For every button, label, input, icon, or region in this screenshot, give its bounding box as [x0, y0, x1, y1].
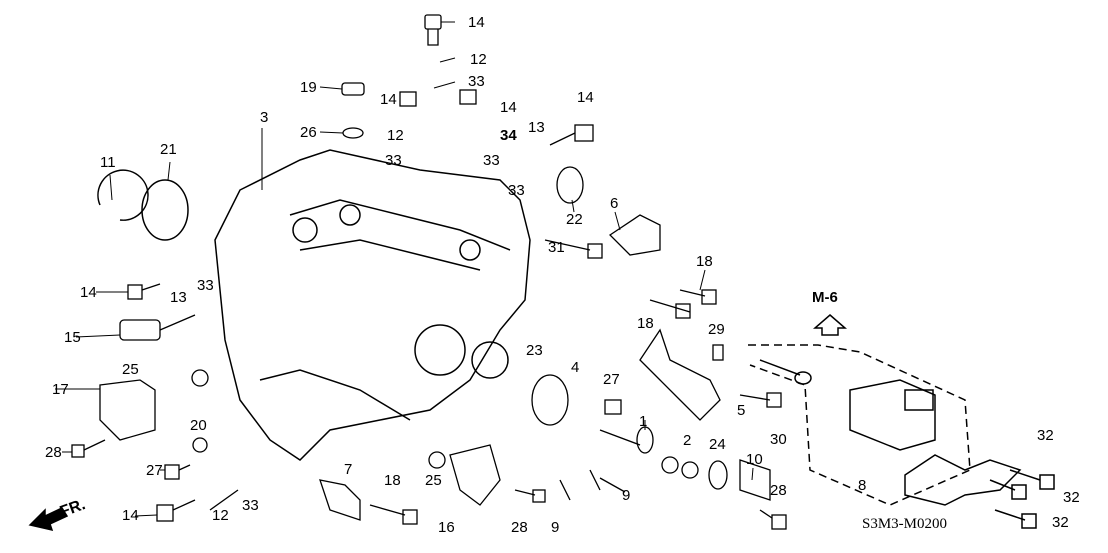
- part-label: 9: [551, 519, 560, 536]
- part-label: 8: [858, 477, 867, 494]
- part-label: 2: [683, 432, 692, 449]
- part-label: 14: [500, 99, 517, 116]
- part-label: 33: [468, 73, 485, 90]
- catalog-code: S3M3-M0200: [862, 516, 948, 532]
- part-label: 19: [300, 79, 317, 96]
- part-label: 12: [387, 127, 404, 144]
- part-label: 13: [170, 289, 187, 306]
- part-label: 1: [639, 413, 648, 430]
- part-label: 21: [160, 141, 177, 158]
- part-label: 30: [770, 431, 787, 448]
- part-label: 4: [571, 359, 580, 376]
- part-label: 9: [622, 487, 631, 504]
- part-label: 28: [770, 482, 787, 499]
- part-label: 26: [300, 124, 317, 141]
- part-label: 18: [637, 315, 654, 332]
- part-label: 31: [548, 239, 565, 256]
- part-label: 32: [1037, 427, 1054, 444]
- part-label: 7: [344, 461, 353, 478]
- part-label: 32: [1063, 489, 1080, 506]
- part-label: 27: [603, 371, 620, 388]
- front-arrow-icon: [28, 507, 69, 532]
- part-label: 33: [197, 277, 214, 294]
- reference-link-m6[interactable]: M-6: [812, 289, 838, 306]
- part-label: 13: [528, 119, 545, 136]
- part-label: 18: [384, 472, 401, 489]
- part-label: 17: [52, 381, 69, 398]
- part-label: 11: [100, 154, 116, 171]
- ring-21: [141, 179, 189, 241]
- part-label: 29: [708, 321, 725, 338]
- part-label: 33: [385, 152, 402, 169]
- part-label: 14: [380, 91, 397, 108]
- part-label: 20: [190, 417, 207, 434]
- part-label: 28: [511, 519, 528, 536]
- part-label: 25: [122, 361, 139, 378]
- transmission-housing: [214, 149, 531, 461]
- bolt-icon: [71, 14, 787, 530]
- part-label: 3: [260, 109, 269, 126]
- part-label: 15: [64, 329, 81, 346]
- part-label: 14: [80, 284, 97, 301]
- part-label: 10: [746, 451, 763, 468]
- snap-ring-11: [97, 169, 149, 221]
- part-label: 34: [500, 127, 517, 144]
- part-label: 25: [425, 472, 442, 489]
- part-label: 33: [508, 182, 525, 199]
- up-arrow-icon: [812, 314, 848, 336]
- part-label: 6: [610, 195, 619, 212]
- part-label: 28: [45, 444, 62, 461]
- part-label: 23: [526, 342, 543, 359]
- part-label: 5: [737, 402, 746, 419]
- part-label: 12: [212, 507, 229, 524]
- part-label: 14: [468, 14, 485, 31]
- part-label: 14: [122, 507, 139, 524]
- part-label: 14: [577, 89, 594, 106]
- part-label: 33: [483, 152, 500, 169]
- part-label: 18: [696, 253, 713, 270]
- part-label: 12: [470, 51, 487, 68]
- part-label: 24: [709, 436, 726, 453]
- part-label: 32: [1052, 514, 1069, 531]
- part-label: 16: [438, 519, 455, 536]
- part-label: 33: [242, 497, 259, 514]
- part-label: 27: [146, 462, 163, 479]
- part-label: 22: [566, 211, 583, 228]
